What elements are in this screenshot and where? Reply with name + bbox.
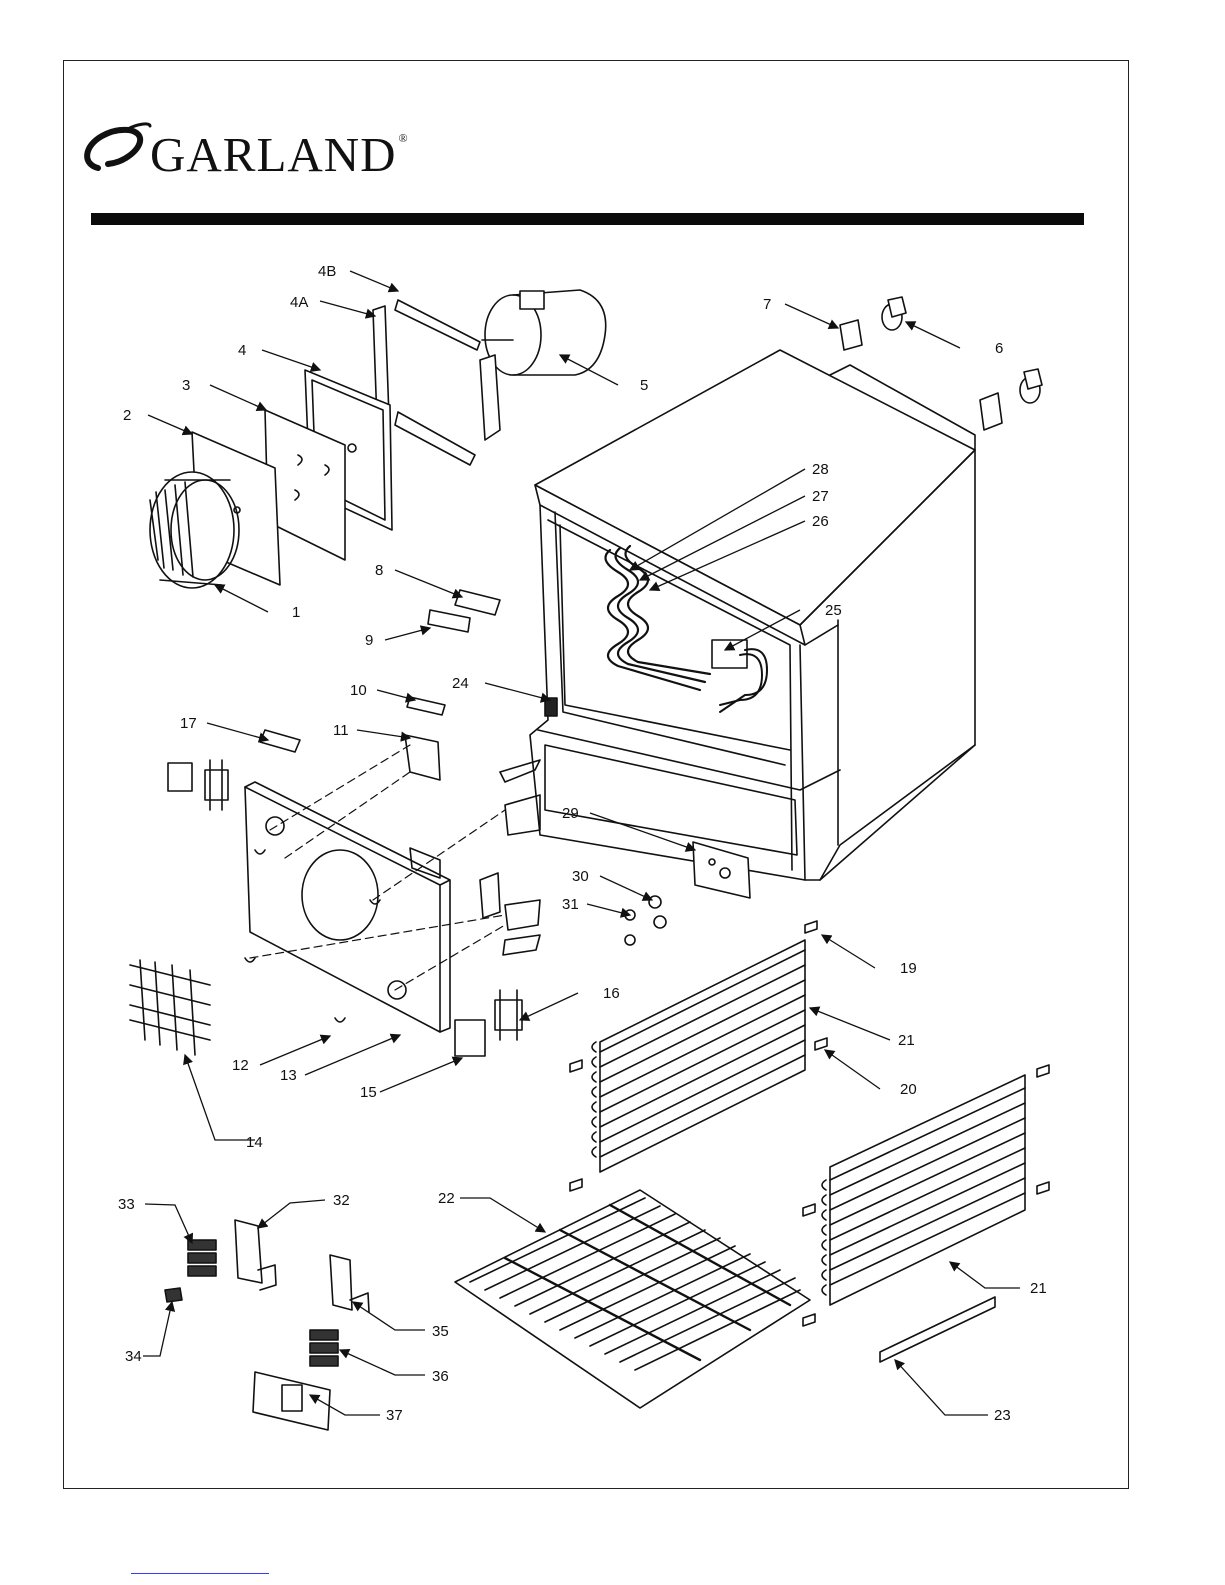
callout-26: 26	[812, 513, 829, 530]
oven-rack	[455, 1190, 810, 1408]
callout-20: 20	[900, 1081, 917, 1098]
callout-14: 14	[246, 1134, 263, 1151]
callout-8: 8	[375, 562, 383, 579]
callout-25: 25	[825, 602, 842, 619]
callout-16: 16	[603, 985, 620, 1002]
footer-link-underline[interactable]	[131, 1573, 269, 1574]
oven-cabinet	[530, 297, 1042, 880]
callout-17: 17	[180, 715, 197, 732]
callout-13: 13	[280, 1067, 297, 1084]
callout-27: 27	[812, 488, 829, 505]
callout-5: 5	[640, 377, 648, 394]
callout-28: 28	[812, 461, 829, 478]
callout-4a: 4A	[290, 294, 308, 311]
motor-assembly	[150, 290, 606, 588]
callout-36: 36	[432, 1368, 449, 1385]
callout-4: 4	[238, 342, 246, 359]
callout-6: 6	[995, 340, 1003, 357]
callout-32: 32	[333, 1192, 350, 1209]
callout-21-upper: 21	[898, 1032, 915, 1049]
callout-9: 9	[365, 632, 373, 649]
callout-10: 10	[350, 682, 367, 699]
callout-34: 34	[125, 1348, 142, 1365]
callout-29: 29	[562, 805, 579, 822]
callout-3: 3	[182, 377, 190, 394]
callout-11: 11	[333, 722, 349, 739]
small-parts	[165, 1220, 369, 1430]
callout-33: 33	[118, 1196, 135, 1213]
callout-19: 19	[900, 960, 917, 977]
callout-22: 22	[438, 1190, 455, 1207]
callout-35: 35	[432, 1323, 449, 1340]
callout-7: 7	[763, 296, 771, 313]
callout-2: 2	[123, 407, 131, 424]
callout-24: 24	[452, 675, 469, 692]
callout-30: 30	[572, 868, 589, 885]
callout-12: 12	[232, 1057, 249, 1074]
callout-31: 31	[562, 896, 579, 913]
callout-4b: 4B	[318, 263, 336, 280]
callout-37: 37	[386, 1407, 403, 1424]
mid-parts	[130, 590, 750, 1056]
callout-21-lower: 21	[1030, 1280, 1047, 1297]
callout-23: 23	[994, 1407, 1011, 1424]
callout-15: 15	[360, 1084, 377, 1101]
callout-1: 1	[292, 604, 300, 621]
